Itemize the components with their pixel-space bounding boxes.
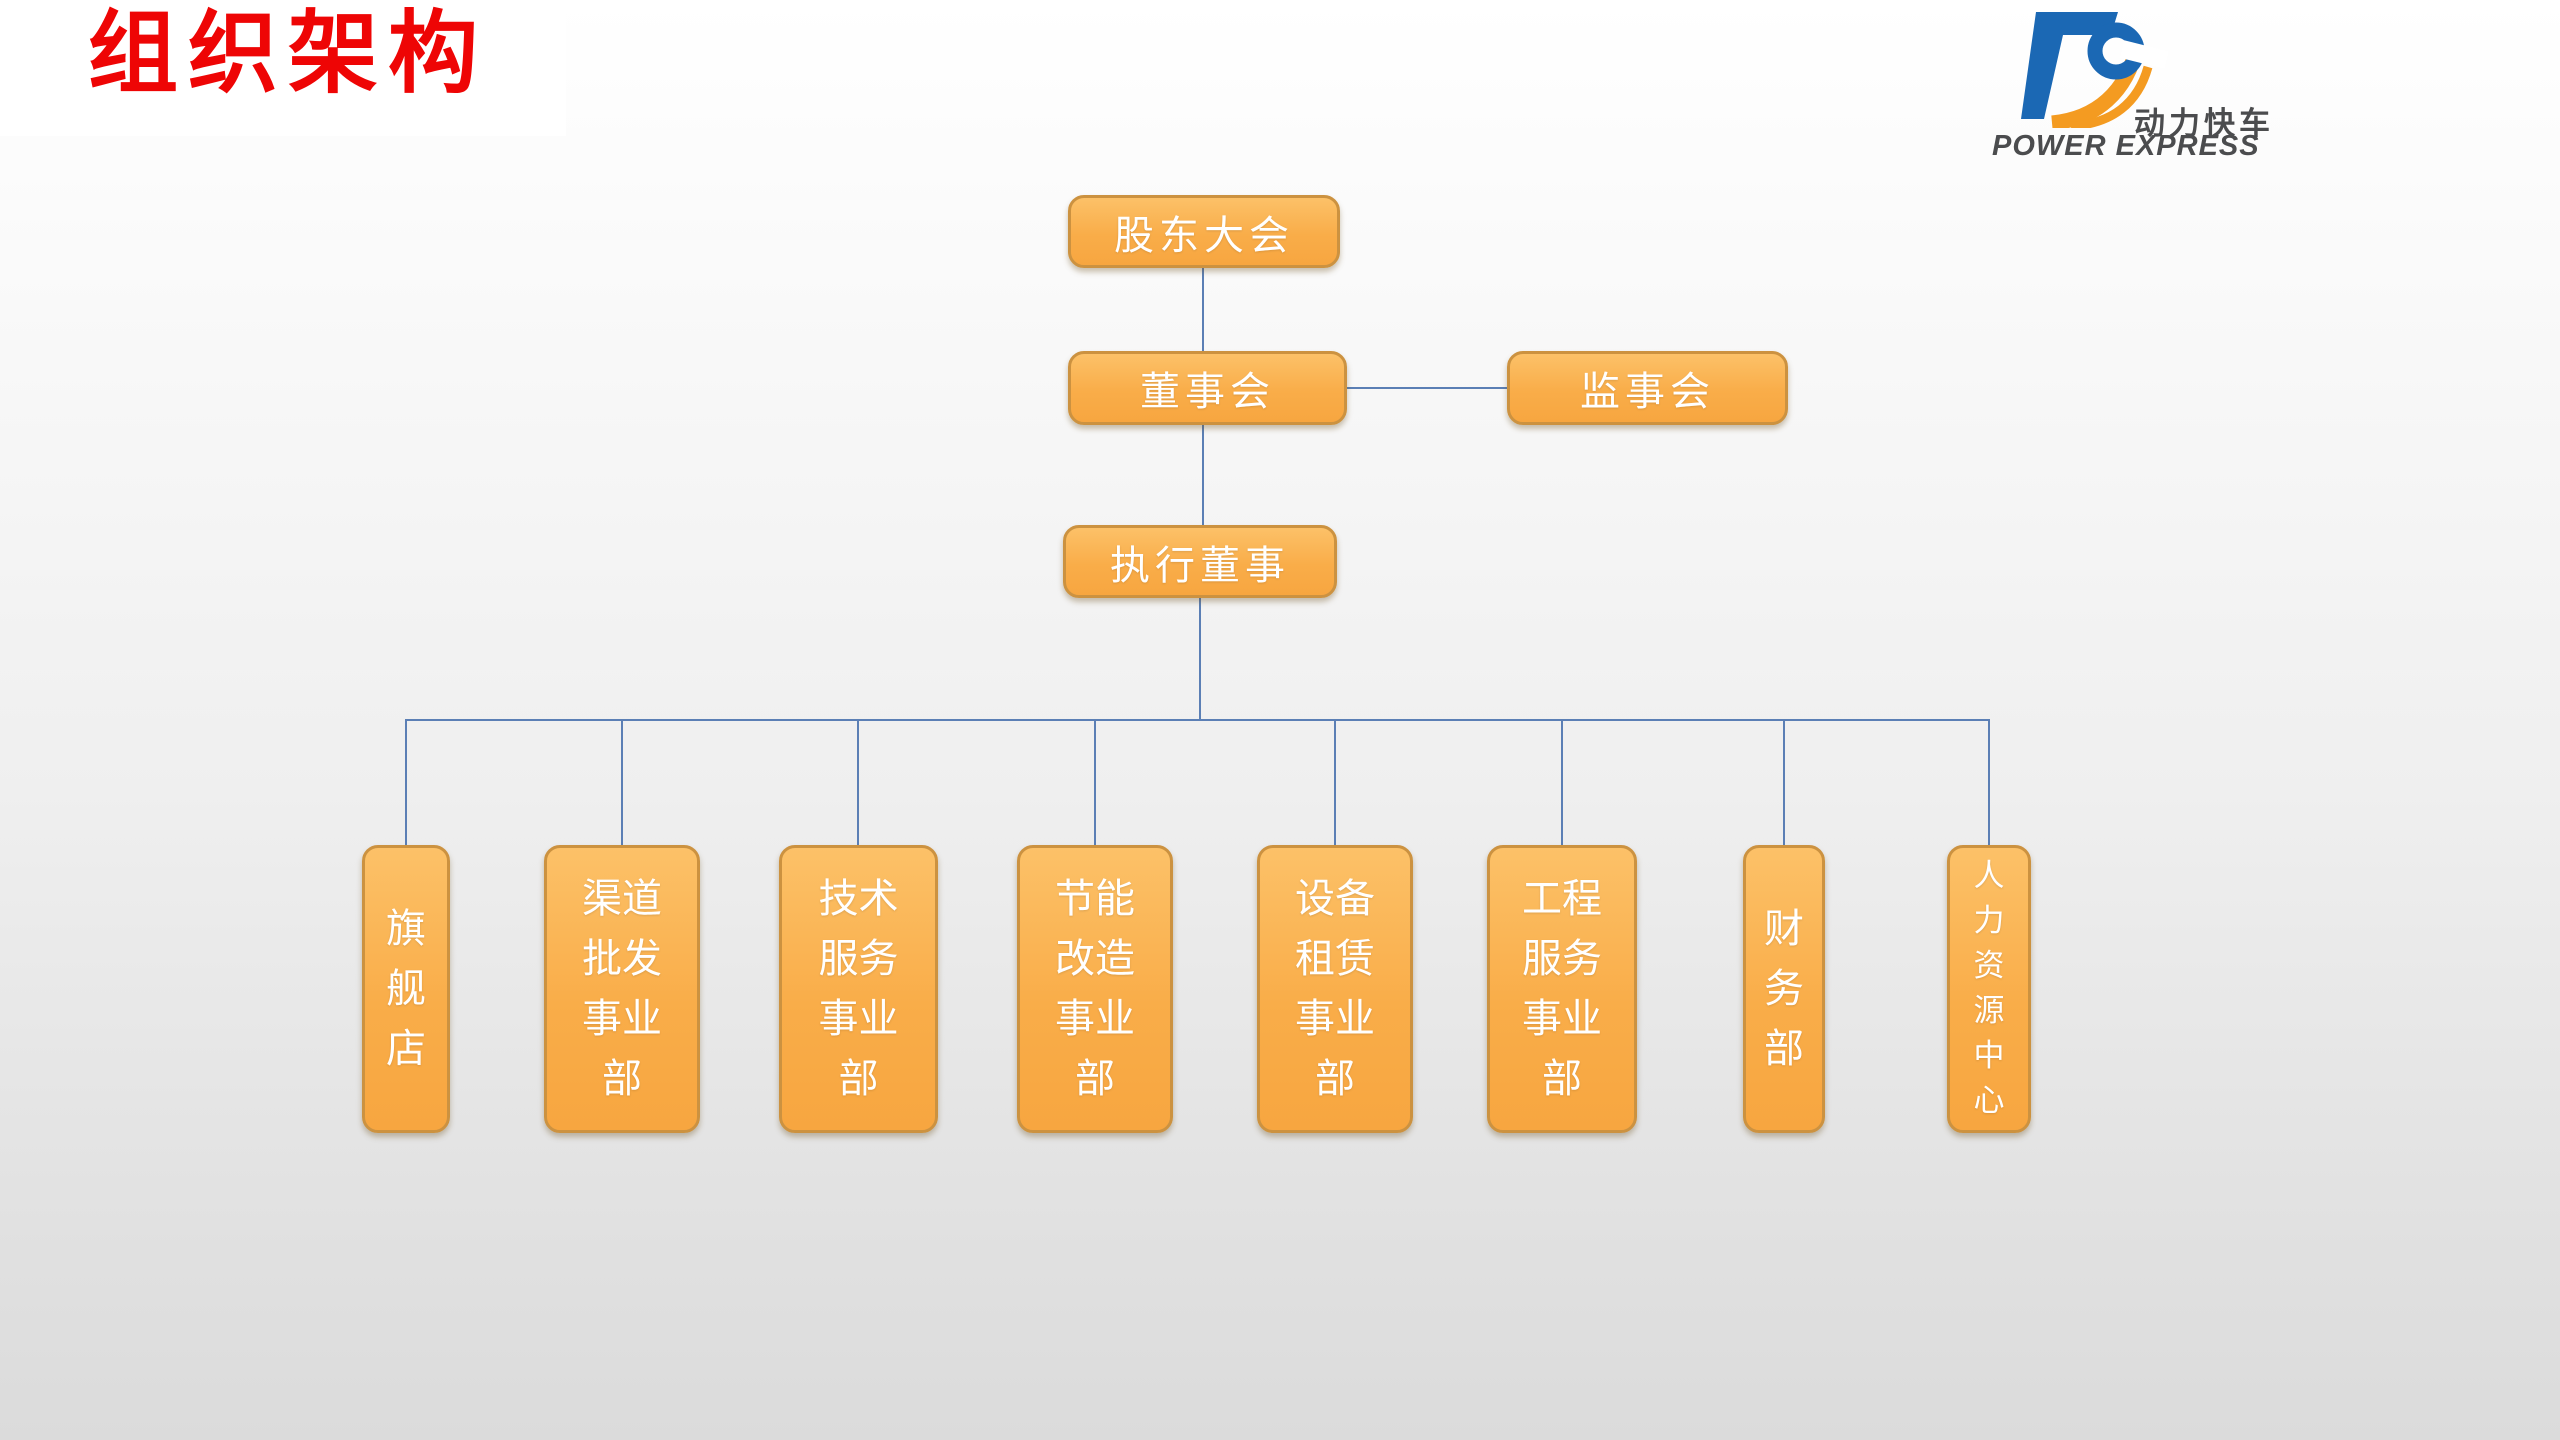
dept-label: 工程 服务 事业 部 — [1522, 877, 1602, 1101]
connector-line — [1988, 719, 1990, 847]
connector-line — [1094, 719, 1096, 847]
company-logo: 动力快车 POWER EXPRESS — [1990, 4, 2320, 169]
org-node-dept-human-resources: 人 力 资 源 中 心 — [1947, 845, 2031, 1133]
connector-line — [621, 719, 623, 847]
connector-line — [1202, 425, 1204, 525]
connector-line — [857, 719, 859, 847]
org-node-executive-director: 执行董事 — [1063, 525, 1337, 598]
org-node-dept-equipment-leasing: 设备 租赁 事业 部 — [1257, 845, 1413, 1133]
connector-line — [1334, 719, 1336, 847]
dept-label: 设备 租赁 事业 部 — [1295, 877, 1375, 1101]
org-node-dept-flagship-store: 旗 舰 店 — [362, 845, 450, 1133]
connector-line — [405, 719, 407, 847]
org-node-dept-engineering-service: 工程 服务 事业 部 — [1487, 845, 1637, 1133]
org-node-dept-channel-wholesale: 渠道 批发 事业 部 — [544, 845, 700, 1133]
logo-english-name: POWER EXPRESS — [1992, 130, 2260, 162]
connector-line — [1347, 387, 1507, 389]
dept-label: 财 务 部 — [1764, 907, 1804, 1071]
logo-chinese-name: 动力快车 — [2134, 106, 2274, 141]
dept-label: 人 力 资 源 中 心 — [1973, 858, 2005, 1118]
org-node-shareholders-meeting: 股东大会 — [1068, 195, 1340, 268]
org-node-dept-technical-service: 技术 服务 事业 部 — [779, 845, 938, 1133]
power-express-logo-icon — [2021, 12, 2168, 128]
dept-label: 旗 舰 店 — [386, 907, 426, 1071]
connector-line — [1561, 719, 1563, 847]
org-node-supervisory-board: 监事会 — [1507, 351, 1788, 425]
org-node-board-of-directors: 董事会 — [1068, 351, 1347, 425]
connector-line — [405, 719, 1990, 721]
connector-line — [1199, 598, 1201, 719]
slide-title: 组织架构 — [88, 0, 488, 106]
org-node-dept-finance: 财 务 部 — [1743, 845, 1825, 1133]
connector-line — [1783, 719, 1785, 847]
connector-line — [1202, 268, 1204, 351]
title-background — [0, 0, 566, 136]
dept-label: 技术 服务 事业 部 — [818, 877, 899, 1101]
org-node-dept-energy-saving-renovation: 节能 改造 事业 部 — [1017, 845, 1173, 1133]
dept-label: 节能 改造 事业 部 — [1055, 877, 1135, 1101]
dept-label: 渠道 批发 事业 部 — [582, 877, 662, 1101]
